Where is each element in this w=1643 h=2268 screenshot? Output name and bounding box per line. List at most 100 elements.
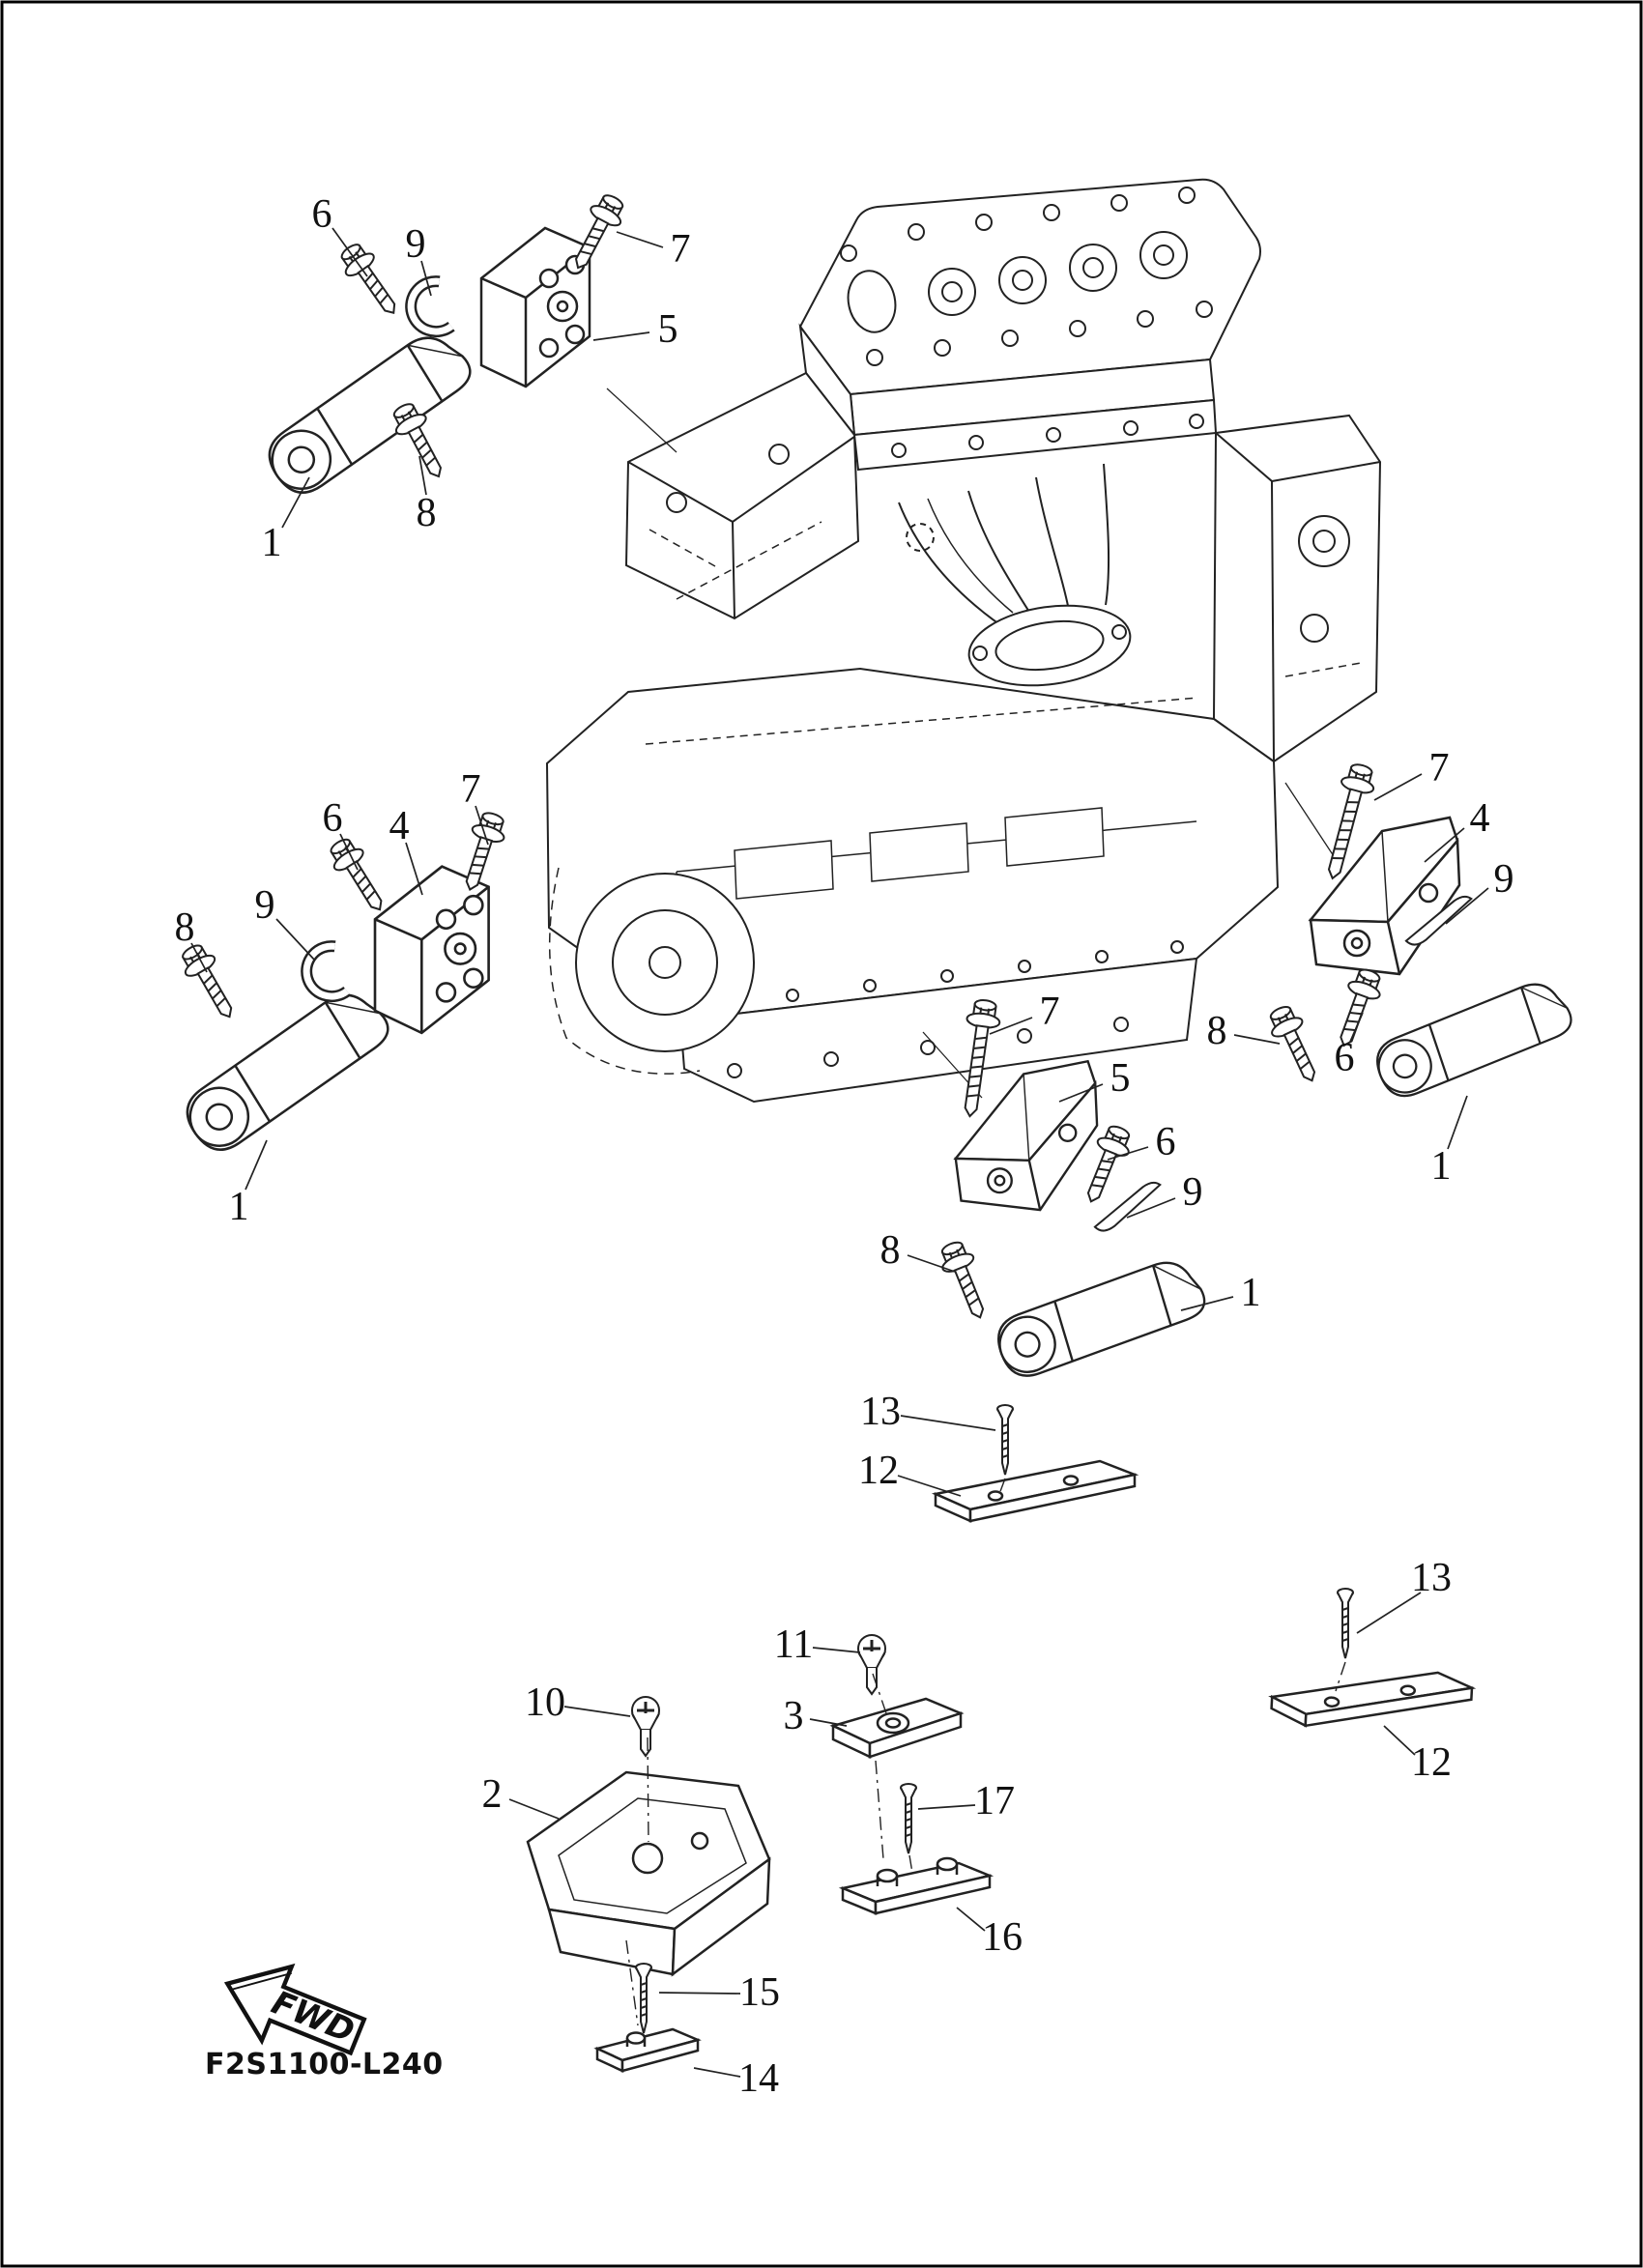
callout-label-7: 7 [1429,746,1450,790]
part-12-plate [934,1459,1137,1523]
callout-label-1: 1 [229,1185,249,1229]
part-1-damper [990,1251,1211,1385]
part-17-stud [900,1783,917,1854]
callout-label-5: 5 [1110,1056,1131,1101]
part-10-screw [630,1695,661,1758]
callout-label-9: 9 [255,883,275,928]
small-mount-group-center [831,1633,992,1915]
callout-label-6: 6 [323,796,343,841]
callout-label-8: 8 [1207,1009,1227,1053]
callout-label-9: 9 [406,222,426,267]
callout-label-1: 1 [262,521,282,565]
callout-leader-6 [331,227,368,277]
callout-label-4: 4 [389,804,410,848]
callout-label-6: 6 [312,192,332,237]
callout-leader-1 [281,476,310,529]
callout-leader-14 [693,2067,741,2078]
callout-leader-12 [1383,1725,1416,1756]
callout-label-13: 13 [860,1390,901,1434]
callout-leader-8 [1233,1034,1281,1045]
callout-leader-12 [897,1475,962,1497]
callout-label-3: 3 [784,1694,804,1738]
part-1-damper [257,321,479,505]
callout-label-6: 6 [1335,1036,1355,1080]
callout-label-11: 11 [774,1622,813,1667]
callout-label-2: 2 [482,1772,503,1817]
callout-leader-6 [1349,1012,1364,1043]
large-mount-group-left [526,1695,771,1977]
callout-leader-5 [1058,1083,1104,1103]
part-4-bracket [373,865,490,1035]
callout-leader-9 [1126,1197,1176,1219]
part-12-plate [1269,1662,1474,1736]
part-16-plate [841,1856,992,1915]
callout-label-12: 12 [858,1449,899,1493]
callout-label-8: 8 [417,491,437,535]
callout-label-6: 6 [1156,1120,1176,1164]
mount-group-top-left [257,188,631,505]
callout-label-8: 8 [175,905,195,950]
part-15-stud [635,1963,652,2034]
fwd-direction-arrow: FWD [223,1963,367,2056]
callout-label-8: 8 [880,1228,901,1273]
callout-label-7: 7 [1040,990,1060,1034]
callout-leader-8 [418,455,427,496]
callout-leader-13 [900,1415,996,1431]
callout-leader-1 [245,1139,268,1191]
callout-leader-13 [1356,1592,1422,1634]
part-2-mount-damper [526,1770,771,1977]
callout-leader-15 [658,1992,741,1995]
callout-label-16: 16 [982,1915,1023,1960]
callout-label-14: 14 [738,2056,779,2101]
callout-leader-7 [1373,773,1423,801]
callout-label-10: 10 [525,1680,565,1725]
part-13-stud [1337,1588,1354,1659]
part-8-bolt [934,1236,996,1325]
callout-label-7: 7 [461,767,481,812]
callout-label-9: 9 [1494,857,1514,902]
part-5-bracket [479,226,591,388]
callout-label-12: 12 [1411,1740,1452,1785]
part-4-bracket [1309,816,1461,976]
callout-leader-4 [405,842,423,896]
callout-leader-7 [616,231,664,248]
part-6-bolt [323,832,395,920]
part-3-mount-base [831,1697,963,1759]
callout-leader-9 [1445,887,1489,925]
callout-leader-6 [1107,1146,1149,1161]
callout-label-1: 1 [1241,1271,1261,1315]
callout-leader-4 [1424,827,1465,863]
part-13-stud [996,1404,1014,1476]
callout-leader-2 [508,1798,560,1820]
part-6-bolt [333,237,409,324]
part-8-bolt [1262,1000,1328,1089]
callout-label-7: 7 [671,227,691,272]
assembly-axes [625,1478,1346,2026]
callout-label-1: 1 [1431,1144,1452,1189]
callout-label-13: 13 [1411,1556,1452,1600]
callout-leader-1 [1180,1296,1234,1311]
callout-leader-10 [563,1706,631,1717]
callout-leader-11 [812,1647,861,1653]
bottom-anchor-group [595,1963,700,2073]
callout-leader-9 [275,918,316,962]
part-8-bolt [174,938,245,1026]
anchor-plate-group-center [934,1404,1137,1523]
mount-group-middle-left [174,808,511,1163]
callout-label-4: 4 [1470,796,1490,841]
callout-leader-8 [190,942,208,973]
callout-leader-9 [420,260,432,297]
callout-leader-17 [917,1804,976,1810]
callout-leader-7 [989,1017,1033,1035]
callout-label-15: 15 [739,1970,780,2015]
part-11-screw [856,1633,887,1696]
part-14-plate [595,2027,700,2073]
callout-leader-8 [907,1254,956,1273]
callout-label-5: 5 [658,307,678,352]
diagram-code: F2S1100-L240 [205,2048,444,2081]
mount-group-right [1262,760,1577,1105]
